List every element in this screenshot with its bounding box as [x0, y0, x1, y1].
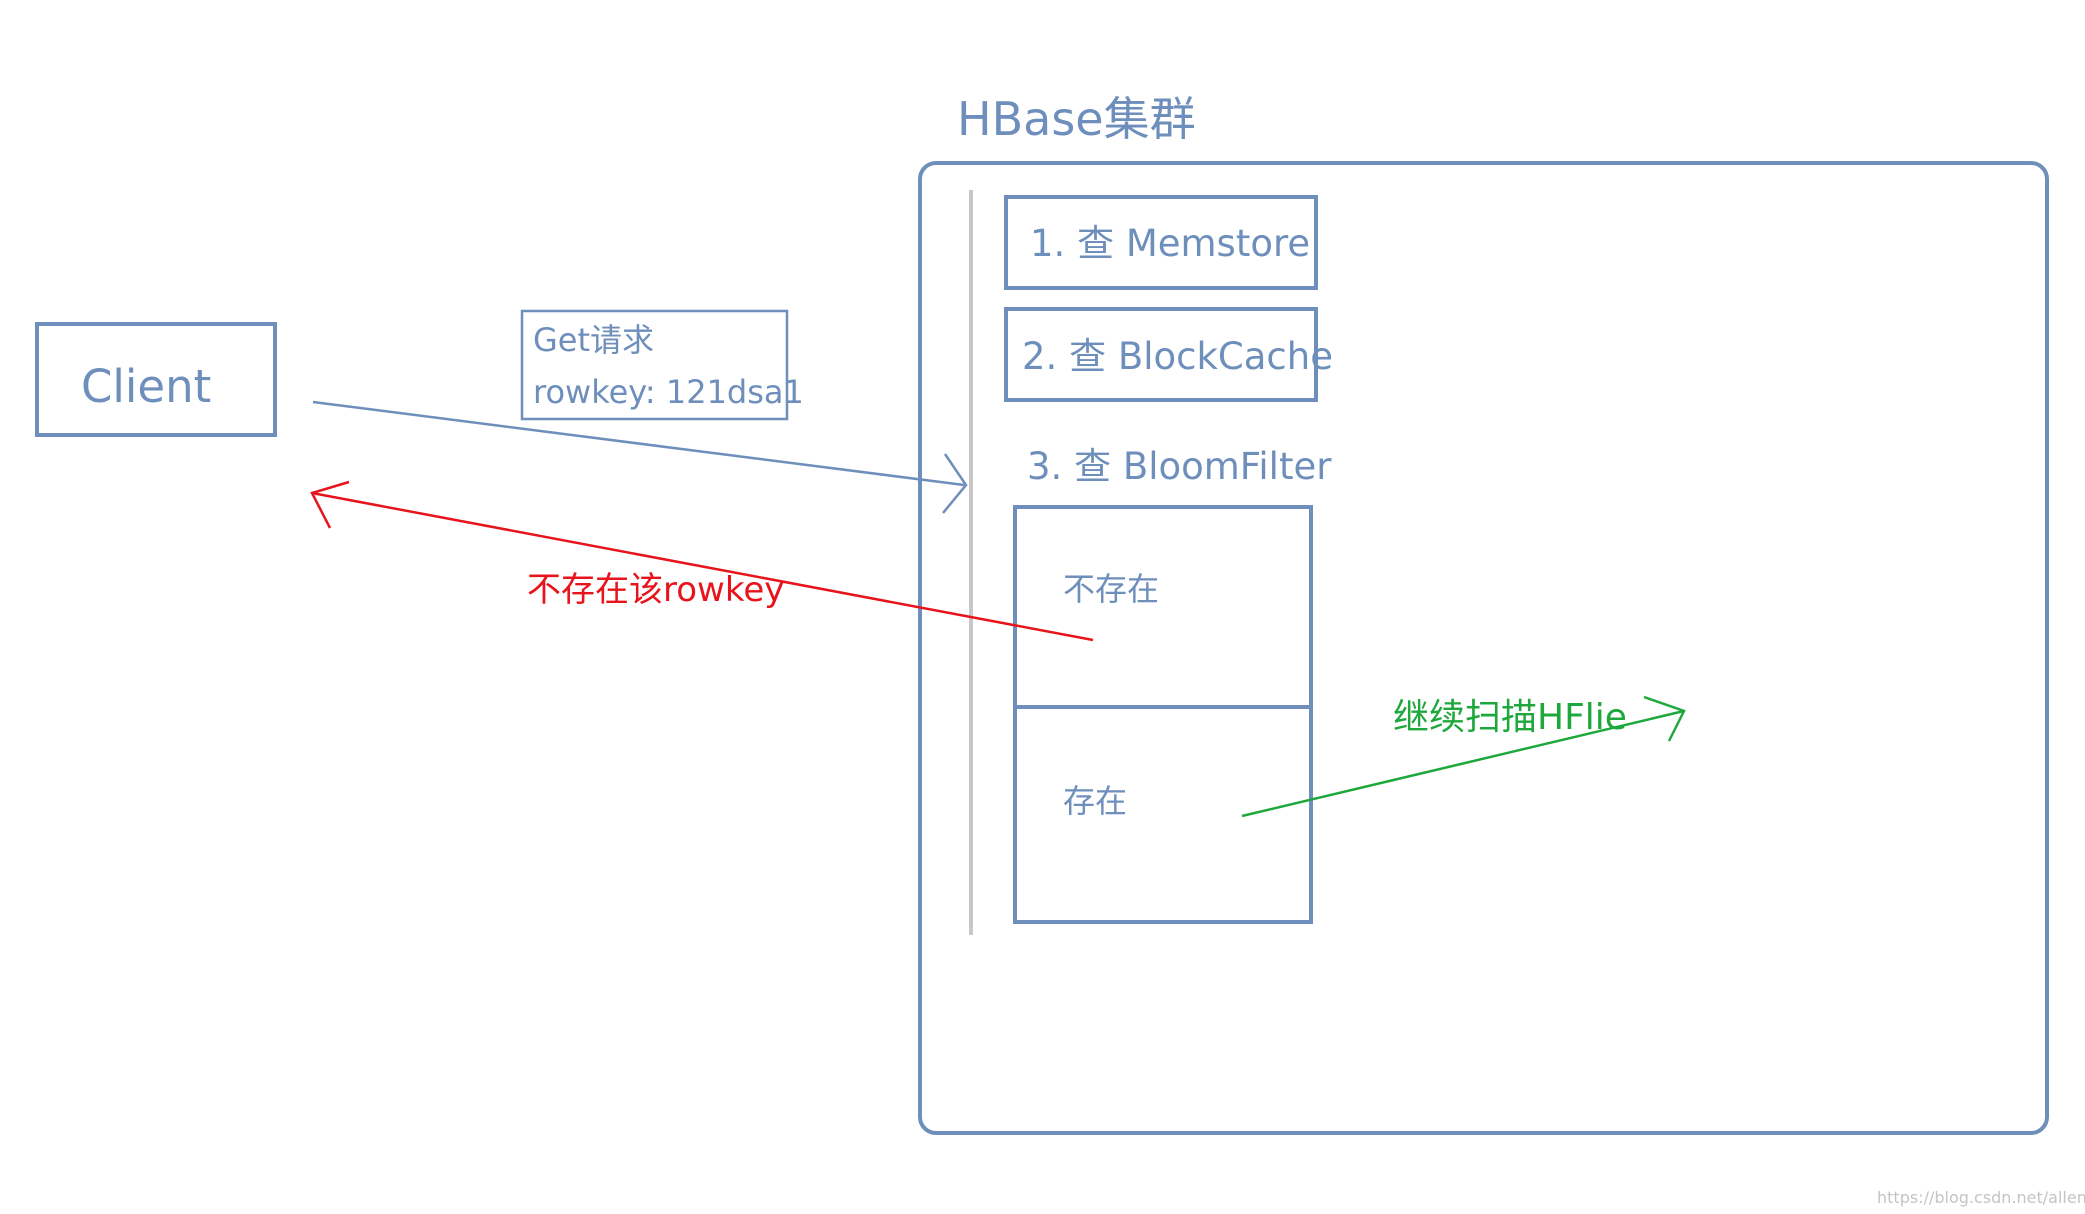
- step-bloomfilter-label: 3. 查 BloomFilter: [1027, 445, 1332, 488]
- client-label: Client: [81, 360, 212, 413]
- request-line-2: rowkey: 121dsa1: [533, 373, 804, 411]
- continue-scan-arrow-line: [1241, 709, 1685, 818]
- continue-scan-label: 继续扫描HFlie: [1393, 697, 1627, 738]
- not-found-arrow-head: [310, 480, 350, 529]
- request-arrow-line: [312, 400, 965, 487]
- bloom-absent-label: 不存在: [1063, 570, 1160, 608]
- not-found-arrow-line: [311, 491, 1094, 642]
- bloom-present-label: 存在: [1063, 782, 1128, 820]
- watermark-text: https://blog.csdn.net/allenssss: [1877, 1188, 2085, 1207]
- step-memstore-label: 1. 查 Memstore: [1030, 222, 1311, 265]
- request-line-1: Get请求: [533, 321, 655, 359]
- blockcache-box: [1004, 307, 1318, 402]
- client-box: [35, 322, 277, 437]
- bloom-present-box: [1013, 705, 1313, 924]
- bloom-absent-box: [1013, 505, 1313, 709]
- request-arrow-head: [942, 453, 968, 514]
- request-box: [520, 309, 789, 421]
- hbase-cluster-box: [918, 161, 2049, 1135]
- memstore-box: [1004, 195, 1318, 290]
- step-blockcache-label: 2. 查 BlockCache: [1022, 335, 1333, 378]
- continue-scan-arrow-head: [1643, 695, 1686, 742]
- cluster-title: HBase集群: [957, 92, 1196, 146]
- not-found-label: 不存在该rowkey: [527, 570, 785, 610]
